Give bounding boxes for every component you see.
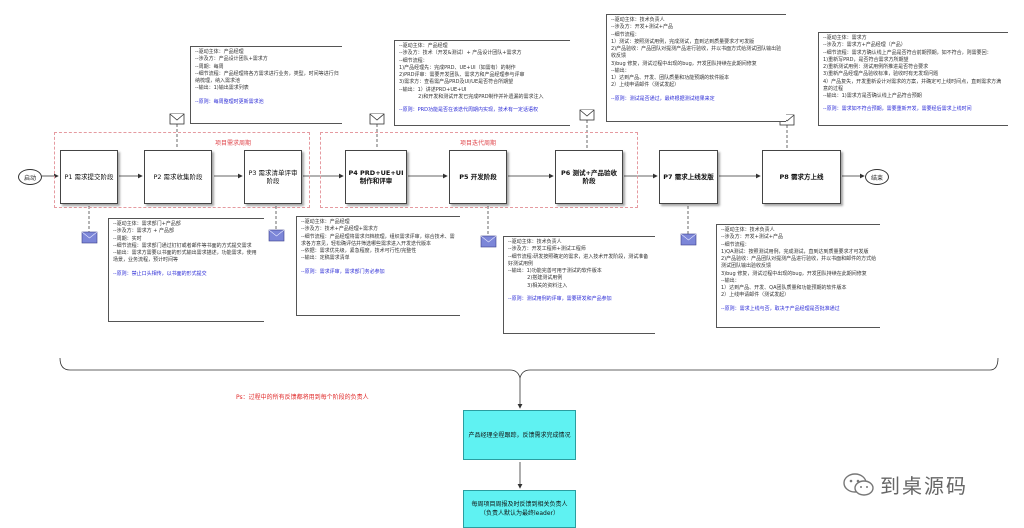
ps-note: Ps：过程中的所有反馈都将用到每个阶段的负责人 — [236, 394, 369, 401]
mail-filled-icon — [81, 229, 697, 248]
note-line: --驱动主体：需求方 — [823, 35, 867, 41]
mail-icon — [169, 109, 795, 126]
stage-p4: P4 PRD+UE+UI制作和评审 — [345, 150, 407, 204]
note-line: --驱动主体：技术负责人 — [721, 227, 775, 233]
note-line: 2)搭建测试用例 — [508, 275, 563, 282]
note-line: 1）测试：按照测试用例，完成测试，直到达到质量要求才可发版 — [611, 38, 755, 45]
note-line: --细节流程： — [721, 241, 750, 248]
note-line: --驱动主体：技术负责人 — [611, 17, 665, 23]
note-line: --输出：需求方需要以书面的形式输出需求描述，功能需求，使用场景，业务流程，预计… — [113, 250, 257, 264]
note-p3: --驱动主体：产品经理--涉及方：技术+产品经理+需求方--细节流程：产品经理将… — [296, 216, 460, 316]
note-line: 1)产品经理先：完成PRD、UE+UI（如需有）的制作 — [399, 64, 516, 71]
note-line: 2)产品验收：产品团队对提测产品进行验收，并以书面和邮件的方式给测试团队输出验收… — [721, 256, 877, 270]
note-line: --细节流程：产品经理将各方需求进行业务，类型，时间等进行归纳梳理，纳入需求池 — [195, 70, 339, 84]
end-node: 结束 — [865, 169, 889, 185]
note-rule: --原则：PRD功能是否在该迭代周期内实现，技术有一定话语权 — [399, 107, 538, 113]
weekly-report-box: 每周项目周报及时反馈到相关负责人（负责人默认为最终leader） — [463, 490, 576, 528]
note-p7: --驱动主体：技术负责人--涉及方：开发+测试+产品--细节流程：1)QA测试：… — [716, 224, 880, 328]
stage-p8: P8 需求方上线 — [762, 150, 841, 204]
note-line: --周期：实时 — [113, 235, 142, 242]
pm-tracking-box: 产品经理全程跟踪，反馈需求完成情况 — [463, 410, 576, 460]
note-line: --输出：定稿需求清单 — [301, 255, 350, 262]
note-line: 1)QA测试：按照测试用例，完成测试，直到达到质量要求才可发版 — [721, 248, 869, 255]
note-line: 2)重新测试用例：测试用例所推进是否符合要求 — [823, 64, 929, 70]
wechat-icon — [843, 473, 874, 496]
note-line: 3)bug 修复，测试过程中出现的bug，开发团队持续在此期间修复 — [611, 60, 757, 67]
note-line: --输出： — [721, 277, 740, 284]
note-line: --驱动主体：需求部门+产品部 — [113, 221, 181, 227]
note-p4: --驱动主体：产品经理--涉及方：技术（开发&测试）+ 产品设计团队+需求方--… — [394, 40, 570, 126]
stage-p2: P2 需求收集阶段 — [144, 150, 212, 204]
note-line: --细节流程：需求方确认线上产品是否符合前期预期，如不符合，则需要回： — [823, 49, 992, 56]
note-p5: --驱动主体：技术负责人--涉及方：开发工程师+测试工程师--细节流程:研发按照… — [503, 236, 655, 334]
requirement-cycle-zone — [54, 132, 310, 208]
stage-p7: P7 需求上线发版 — [659, 150, 718, 204]
stage-p3: P3 需求清单评审阶段 — [244, 150, 302, 204]
note-line: 1)重新写PRD，是否符合需求方所期望 — [823, 56, 909, 63]
iteration-cycle-label: 项目迭代周期 — [460, 140, 497, 147]
requirement-cycle-label: 项目需求周期 — [215, 140, 252, 147]
note-line: --依据：需求优先级，紧急程度，技术可行性/完整性 — [301, 248, 417, 254]
note-rule: --原则：测试是否通过，最终根据测试结果来定 — [611, 95, 715, 102]
note-line: --涉及方：开发+测试+产品 — [611, 24, 673, 31]
note-line: --细节流程： — [611, 31, 640, 38]
note-line: --周期：每周 — [195, 63, 224, 70]
note-line: --驱动主体：技术负责人 — [508, 239, 562, 245]
iteration-cycle-zone — [320, 132, 638, 208]
note-p8: --驱动主体：需求方--涉及方：需求方+产品经理（产品）--细节流程：需求方确认… — [818, 32, 1008, 126]
note-line: 2)和开发和测试开发已完成PRD制作并补遗漏的需求注入 — [399, 93, 544, 100]
note-line: --细节流程： — [399, 57, 428, 64]
note-line: --涉及方：需求方 + 产品部 — [113, 228, 174, 235]
note-line: --涉及方：开发+测试+产品 — [721, 234, 783, 241]
note-line: --涉及方：需求方+产品经理（产品） — [823, 42, 906, 49]
note-line: --输出：1)输出需求列表 — [195, 85, 249, 92]
note-line: 1）达到产品、开发、QA团队质量和功能预期的软件版本 — [721, 285, 847, 291]
note-line: 2)产品验收：产品团队对提测产品进行验收，并以书面方式给测试团队输出验收反馈 — [611, 46, 782, 60]
note-rule: --原则：禁止口头相传，以书面的形式提交 — [113, 270, 207, 277]
note-rule: --原则：每周整理时更新需求池 — [195, 98, 264, 105]
note-rule: --原则：测试用例的评审，需要研发和产品参加 — [508, 295, 612, 302]
note-line: --驱动主体：产品经理 — [399, 43, 448, 49]
note-line: --输出：1）讲述PRD+UE+UI — [399, 86, 467, 93]
stage-p5: P5 开发阶段 — [449, 150, 507, 204]
note-line: --涉及方：产品设计团队+需求方 — [195, 56, 268, 63]
note-rule: --原则：需求评审，需求部门务必参加 — [301, 268, 385, 275]
note-line: 3)需求方：查看需产品PRD及UI/UE是否符合所期望 — [399, 79, 514, 86]
note-line: --驱动主体：产品经理 — [195, 49, 244, 55]
note-line: --驱动主体：产品经理 — [301, 219, 350, 225]
note-line: 1）达到产品、开发、团队质量和功能预期的软件版本 — [611, 75, 730, 81]
note-line: --细节流程:研发按照确定的需求，进入技术开发阶段，测试准备好测试用例 — [508, 253, 649, 267]
note-p1: --驱动主体：需求部门+产品部--涉及方：需求方 + 产品部--周期：实时--细… — [108, 218, 264, 322]
note-line: --涉及方：技术（开发&测试）+ 产品设计团队+需求方 — [399, 50, 522, 57]
watermark-text: 到桌源码 — [880, 474, 968, 498]
note-line: --涉及方：开发工程师+测试工程师 — [508, 246, 586, 253]
stage-p6: P6 测试+产品验收阶段 — [555, 150, 623, 204]
note-line: 2）上线申请邮件（测试发起） — [611, 82, 680, 89]
note-line: --涉及方：技术+产品经理+需求方 — [301, 226, 378, 233]
note-line: 3)bug 修复，测试过程中出现的bug，开发团队持续在此期间修复 — [721, 270, 867, 277]
note-line: --细节流程：产品经理将需求归档梳理，组织需求评审，综合技术、需求各方意见，轻松… — [301, 233, 455, 247]
note-rule: --原则：需求上线与否，取决于产品经理是否批准通过 — [721, 305, 840, 312]
note-line: --细节流程：需求部门通过钉钉或者邮件等书面的方式提交需求 — [113, 242, 252, 249]
note-line: 2）上线申请邮件（测试发起） — [721, 292, 790, 299]
note-line: --输出： — [611, 67, 630, 74]
note-p6: --驱动主体：技术负责人--涉及方：开发+测试+产品--细节流程：1）测试：按照… — [606, 14, 786, 122]
stage-p1: P1 需求提交阶段 — [60, 150, 118, 204]
note-line: 4）产品复失，开发重新设计对需求的方案，并确定可上线时间点，直到需求方满意的过程 — [823, 78, 1002, 92]
note-line: 2)PRD评审：需要开发团队、需求方和产品经理参与评审 — [399, 72, 525, 78]
note-p2: --驱动主体：产品经理--涉及方：产品设计团队+需求方--周期：每周--细节流程… — [190, 46, 342, 124]
note-line: --输出：1)功能完善可用于测试的软件版本 — [508, 268, 602, 274]
note-line: 3)相关的资料注入 — [508, 282, 568, 289]
note-rule: --原则：需求如不符合预期，需要重新开发，需要经后需求上线时间 — [823, 106, 972, 113]
start-node: 启动 — [18, 169, 42, 185]
note-line: --输出：1)需求方是否确认线上产品符合预期 — [823, 93, 922, 99]
note-line: 3)重新产品经理产品验收标准，验收时有无发现问题 — [823, 71, 939, 78]
